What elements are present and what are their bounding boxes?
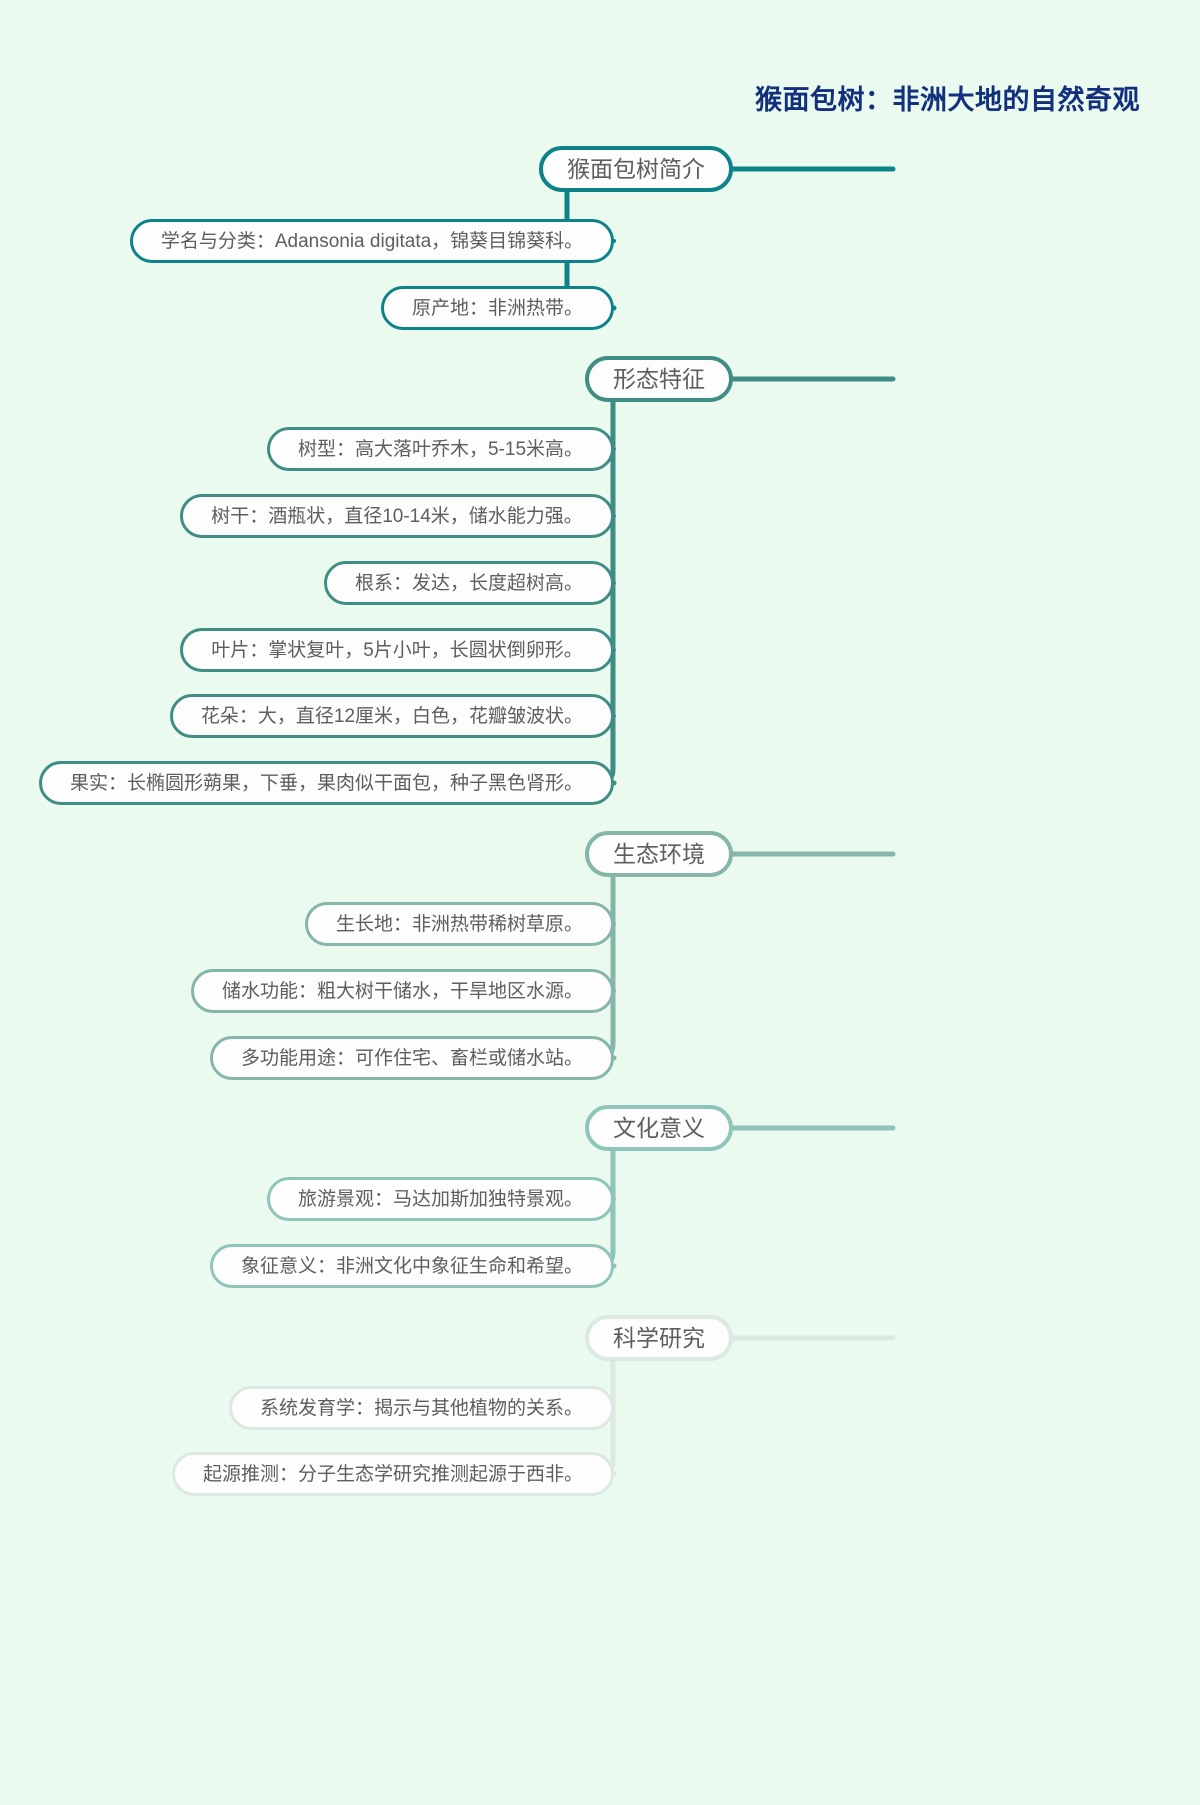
branch-node-label: 猴面包树简介 xyxy=(567,155,705,182)
branch-node-label: 形态特征 xyxy=(613,365,705,392)
leaf-node-morphology-4[interactable]: 花朵：大，直径12厘米，白色，花瓣皱波状。 xyxy=(170,694,614,738)
leaf-node-label: 原产地：非洲热带。 xyxy=(411,297,583,319)
leaf-node-research-0[interactable]: 系统发育学：揭示与其他植物的关系。 xyxy=(229,1386,614,1430)
leaf-node-culture-0[interactable]: 旅游景观：马达加斯加独特景观。 xyxy=(267,1177,614,1221)
leaf-node-label: 花朵：大，直径12厘米，白色，花瓣皱波状。 xyxy=(200,705,584,727)
leaf-node-label: 果实：长椭圆形蒴果，下垂，果肉似干面包，种子黑色肾形。 xyxy=(69,772,583,794)
leaf-node-morphology-0[interactable]: 树型：高大落叶乔木，5-15米高。 xyxy=(267,427,614,471)
leaf-node-label: 象征意义：非洲文化中象征生命和希望。 xyxy=(240,1255,583,1277)
branch-node-culture[interactable]: 文化意义 xyxy=(585,1105,733,1151)
leaf-node-label: 叶片：掌状复叶，5片小叶，长圆状倒卵形。 xyxy=(211,639,583,661)
leaf-node-morphology-5[interactable]: 果实：长椭圆形蒴果，下垂，果肉似干面包，种子黑色肾形。 xyxy=(39,761,614,805)
leaf-node-morphology-2[interactable]: 根系：发达，长度超树高。 xyxy=(324,561,614,605)
branch-node-label: 生态环境 xyxy=(613,840,705,867)
page-title: 猴面包树：非洲大地的自然奇观 xyxy=(755,85,1140,115)
leaf-node-label: 旅游景观：马达加斯加独特景观。 xyxy=(297,1188,583,1210)
leaf-node-label: 多功能用途：可作住宅、畜栏或储水站。 xyxy=(240,1047,583,1069)
branch-node-ecology[interactable]: 生态环境 xyxy=(585,831,733,877)
leaf-node-culture-1[interactable]: 象征意义：非洲文化中象征生命和希望。 xyxy=(210,1244,614,1288)
leaf-node-morphology-1[interactable]: 树干：酒瓶状，直径10-14米，储水能力强。 xyxy=(180,494,614,538)
leaf-node-intro-0[interactable]: 学名与分类：Adansonia digitata，锦葵目锦葵科。 xyxy=(130,219,614,263)
leaf-node-intro-1[interactable]: 原产地：非洲热带。 xyxy=(381,286,614,330)
leaf-node-label: 储水功能：粗大树干储水，干旱地区水源。 xyxy=(221,980,583,1002)
leaf-node-research-1[interactable]: 起源推测：分子生态学研究推测起源于西非。 xyxy=(172,1452,614,1496)
leaf-node-ecology-2[interactable]: 多功能用途：可作住宅、畜栏或储水站。 xyxy=(210,1036,614,1080)
branch-node-research[interactable]: 科学研究 xyxy=(585,1315,733,1361)
branch-node-label: 科学研究 xyxy=(613,1324,705,1351)
leaf-node-ecology-1[interactable]: 储水功能：粗大树干储水，干旱地区水源。 xyxy=(191,969,614,1013)
branch-node-morphology[interactable]: 形态特征 xyxy=(585,356,733,402)
leaf-node-morphology-3[interactable]: 叶片：掌状复叶，5片小叶，长圆状倒卵形。 xyxy=(180,628,614,672)
branch-node-label: 文化意义 xyxy=(613,1114,705,1141)
leaf-node-label: 树干：酒瓶状，直径10-14米，储水能力强。 xyxy=(211,505,583,527)
leaf-node-label: 起源推测：分子生态学研究推测起源于西非。 xyxy=(202,1463,583,1485)
leaf-node-label: 学名与分类：Adansonia digitata，锦葵目锦葵科。 xyxy=(160,230,584,252)
leaf-node-label: 根系：发达，长度超树高。 xyxy=(354,572,583,594)
branch-node-intro[interactable]: 猴面包树简介 xyxy=(539,146,733,192)
leaf-node-label: 生长地：非洲热带稀树草原。 xyxy=(335,913,583,935)
leaf-node-label: 树型：高大落叶乔木，5-15米高。 xyxy=(297,438,584,460)
leaf-node-ecology-0[interactable]: 生长地：非洲热带稀树草原。 xyxy=(305,902,614,946)
leaf-node-label: 系统发育学：揭示与其他植物的关系。 xyxy=(259,1397,583,1419)
